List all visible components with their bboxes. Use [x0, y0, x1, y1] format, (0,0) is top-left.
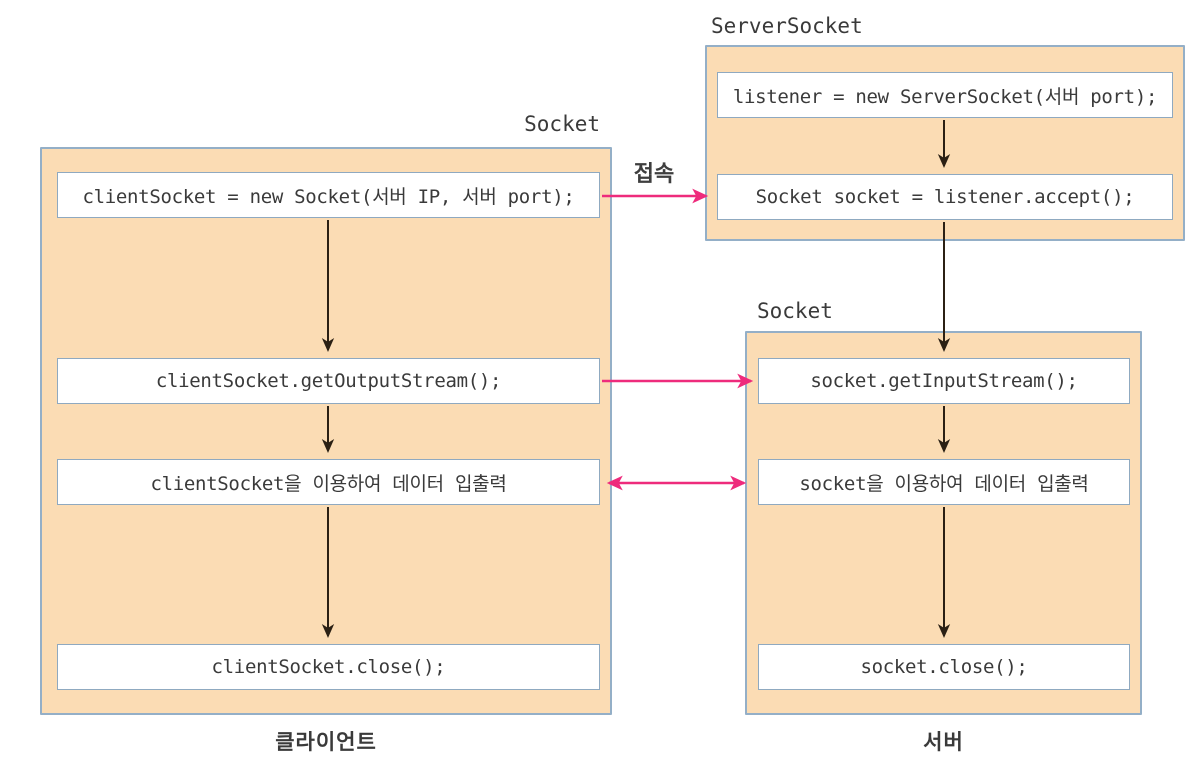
node-server-get-input-stream: socket.getInputStream(); — [758, 358, 1130, 404]
server-listener-group-title: ServerSocket — [711, 14, 863, 38]
node-client-new-socket: clientSocket = new Socket(서버 IP, 서버 port… — [57, 172, 600, 218]
client-group — [40, 147, 612, 715]
node-client-data-io: clientSocket을 이용하여 데이터 입출력 — [57, 459, 600, 505]
server-socket-group-title: Socket — [757, 299, 833, 323]
client-group-title: Socket — [524, 112, 600, 136]
server-caption: 서버 — [923, 731, 964, 754]
client-caption: 클라이언트 — [275, 731, 377, 754]
connection-label: 접속 — [633, 161, 675, 186]
node-server-close: socket.close(); — [758, 644, 1130, 690]
node-server-new-serversocket: listener = new ServerSocket(서버 port); — [717, 72, 1173, 118]
node-server-data-io: socket을 이용하여 데이터 입출력 — [758, 459, 1130, 505]
node-client-close: clientSocket.close(); — [57, 644, 600, 690]
node-server-accept: Socket socket = listener.accept(); — [717, 174, 1173, 220]
node-client-get-output-stream: clientSocket.getOutputStream(); — [57, 358, 600, 404]
